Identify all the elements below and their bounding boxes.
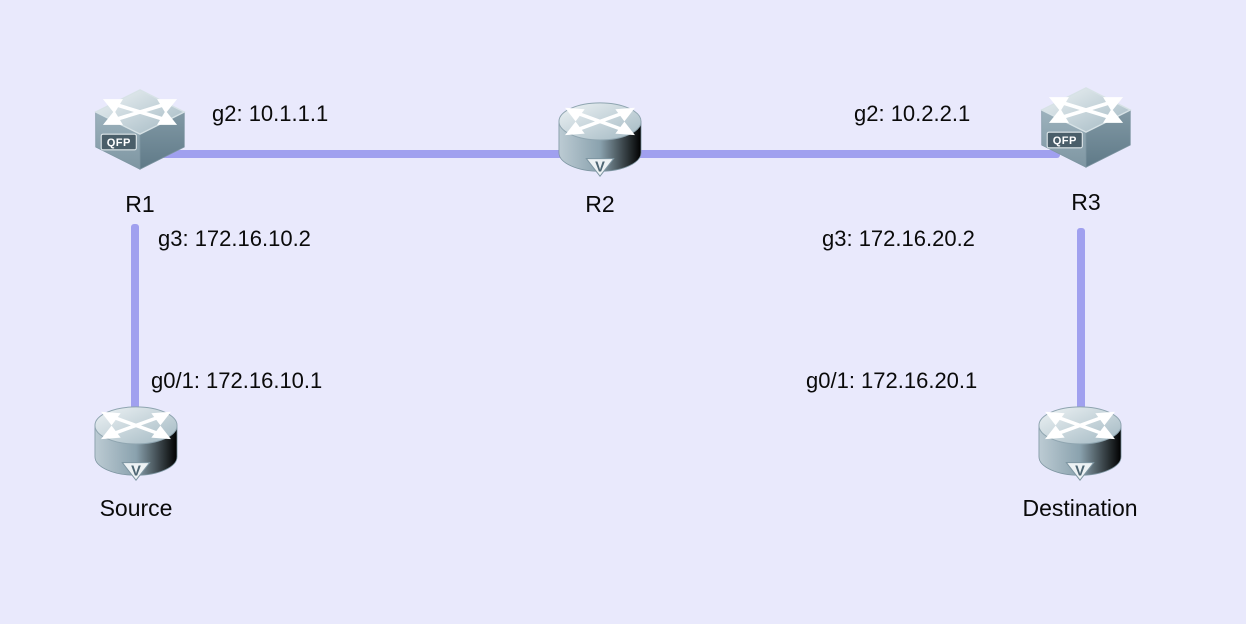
interface-label-destination-g0-1: g0/1: 172.16.20.1 — [806, 368, 978, 393]
node-r3: QFP R3 — [1036, 86, 1136, 215]
node-source: V Source — [88, 402, 184, 521]
interface-label-r3-g3: g3: 172.16.20.2 — [822, 226, 975, 251]
qfp-badge-label: QFP — [1053, 135, 1077, 147]
v-badge-label: V — [1075, 463, 1085, 479]
virtual-router-icon: V — [1034, 402, 1126, 488]
qfp-router-icon: QFP — [1038, 86, 1134, 182]
node-label-r2: R2 — [585, 191, 615, 217]
v-badge-label: V — [131, 463, 141, 479]
interface-label-r1-g3: g3: 172.16.10.2 — [158, 226, 311, 251]
node-r1: QFP R1 — [90, 88, 190, 217]
node-r2: V R2 — [554, 98, 646, 217]
virtual-router-icon: V — [554, 98, 646, 184]
interface-label-source-g0-1: g0/1: 172.16.10.1 — [151, 368, 323, 393]
node-label-destination: Destination — [1022, 495, 1138, 521]
node-label-r1: R1 — [125, 191, 155, 217]
link-r1-source — [131, 224, 139, 414]
node-label-source: Source — [99, 495, 173, 521]
qfp-router-icon: QFP — [92, 88, 188, 184]
virtual-router-icon: V — [90, 402, 182, 488]
node-label-r3: R3 — [1071, 189, 1101, 215]
v-badge-label: V — [595, 159, 605, 175]
link-r3-destination — [1077, 228, 1085, 414]
interface-label-r1-g2: g2: 10.1.1.1 — [212, 101, 329, 126]
interface-label-r3-g2: g2: 10.2.2.1 — [854, 101, 971, 126]
qfp-badge-label: QFP — [107, 137, 131, 149]
node-destination: V Destination — [1022, 402, 1138, 521]
